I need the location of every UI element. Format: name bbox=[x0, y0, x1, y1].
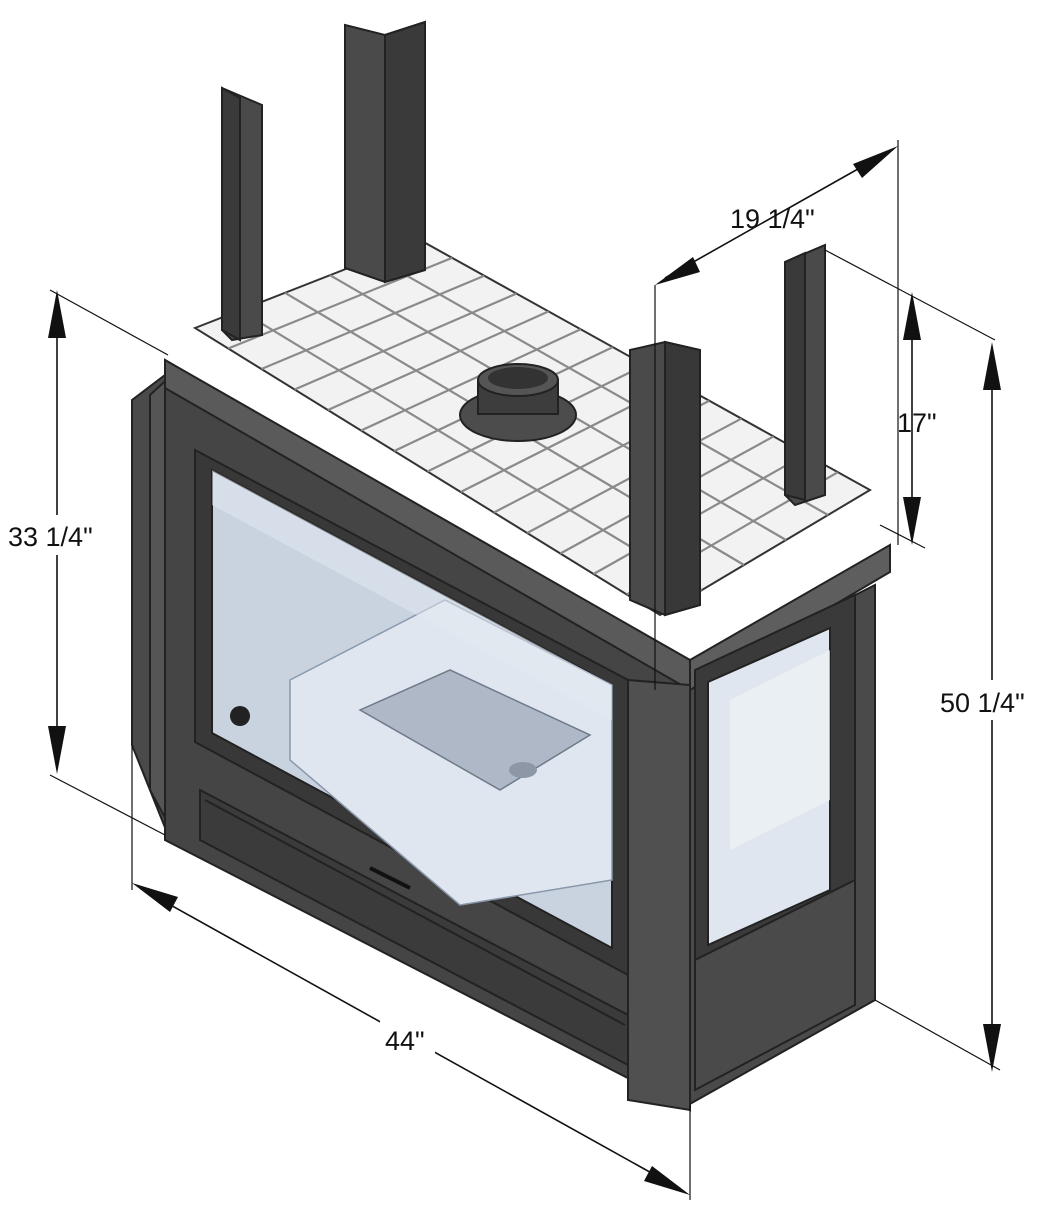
standoff-brackets bbox=[221, 20, 826, 617]
body-height-label: 33 1/4" bbox=[8, 522, 93, 552]
dimension-width: 44" bbox=[131, 745, 691, 1200]
side-glass-reflection bbox=[730, 650, 830, 850]
flue-collar bbox=[459, 363, 577, 442]
width-label: 44" bbox=[385, 1026, 425, 1056]
grid-line bbox=[360, 328, 582, 432]
depth-label: 19 1/4" bbox=[730, 204, 815, 234]
dimension-depth: 19 1/4" bbox=[654, 140, 899, 690]
burner-port bbox=[509, 762, 537, 778]
dimension-body-height: 33 1/4" bbox=[5, 289, 169, 836]
top-section-label: 17" bbox=[897, 408, 937, 438]
fireplace-unit bbox=[131, 20, 891, 1112]
firebox-burner-pan bbox=[358, 669, 592, 791]
control-slot bbox=[369, 866, 411, 890]
dimension-overall-height: 50 1/4" bbox=[874, 342, 1040, 1072]
side-lower-panel bbox=[694, 878, 856, 1092]
pilot-assembly bbox=[230, 706, 250, 726]
grid-line bbox=[294, 292, 517, 391]
grid-line bbox=[239, 309, 703, 591]
overall-height-label: 50 1/4" bbox=[940, 688, 1025, 718]
glass-reflection bbox=[212, 470, 612, 720]
grid-line bbox=[374, 256, 829, 516]
corner-post bbox=[627, 678, 691, 1112]
dimension-top-section: 17" bbox=[824, 249, 996, 549]
grid-line bbox=[261, 274, 485, 371]
grid-line bbox=[327, 310, 550, 412]
